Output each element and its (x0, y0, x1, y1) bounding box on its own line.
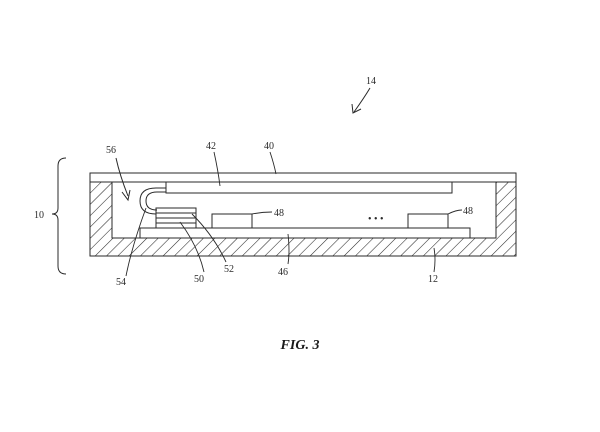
label-display: 42 (206, 141, 216, 152)
label-connector-stack: 50 (194, 274, 204, 285)
leader-40 (269, 151, 277, 175)
component-mid (211, 213, 253, 229)
connector-layer-3 (155, 217, 197, 224)
cover-layer (89, 172, 517, 183)
label-housing: 12 (428, 274, 438, 285)
leader-42 (213, 151, 221, 187)
label-connector-pad: 52 (224, 264, 234, 275)
device-bracket (51, 157, 67, 275)
label-component-right: 48 (463, 206, 473, 217)
leader-50 (179, 221, 205, 273)
label-device: 10 (34, 210, 44, 221)
leader-48-mid (251, 211, 273, 215)
leader-54 (125, 207, 147, 277)
arrow-56 (115, 157, 129, 197)
component-right (407, 213, 449, 229)
flex-cable-inner (145, 191, 166, 211)
leader-52 (191, 213, 227, 263)
ellipsis-dots: • • • (368, 214, 384, 225)
label-component-mid: 48 (274, 208, 284, 219)
leader-12 (433, 247, 436, 273)
arrow-14-head (351, 103, 362, 114)
label-flex-cable: 56 (106, 145, 116, 156)
label-board: 46 (278, 267, 288, 278)
connector-layer-2 (155, 212, 197, 219)
connector-layer-1 (155, 207, 197, 214)
arrow-14 (353, 87, 371, 113)
leader-48-right (447, 209, 463, 215)
leader-46 (287, 233, 290, 265)
circuit-board (139, 227, 471, 239)
label-flex-bend: 54 (116, 277, 126, 288)
display-layer (165, 181, 453, 194)
flex-cable-outer (139, 187, 166, 215)
figure-caption: FIG. 3 (280, 338, 320, 353)
connector-layer-4 (155, 222, 197, 229)
label-cover: 40 (264, 141, 274, 152)
label-arrow: 14 (366, 76, 376, 87)
arrow-56-head (121, 189, 131, 202)
